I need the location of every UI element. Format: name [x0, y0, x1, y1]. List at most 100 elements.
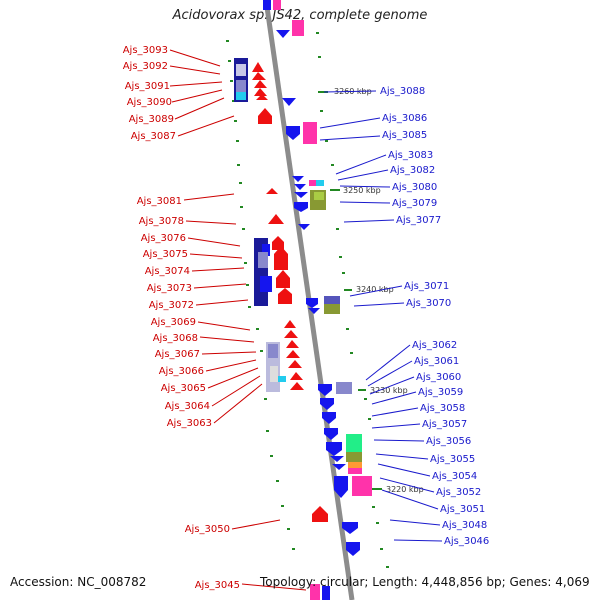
gene-label[interactable]: Ajs_3073 — [147, 283, 192, 294]
reverse-gene — [276, 30, 290, 38]
gene-block — [263, 0, 271, 10]
forward-gene — [290, 372, 303, 380]
gene-label[interactable]: Ajs_3052 — [436, 487, 481, 498]
forward-gene — [284, 330, 298, 338]
gene-label[interactable]: Ajs_3066 — [159, 366, 204, 377]
gene-block — [270, 366, 278, 382]
reverse-gene — [294, 184, 306, 190]
gene-label[interactable]: Ajs_3046 — [444, 536, 489, 547]
gene-label[interactable]: Ajs_3067 — [155, 349, 200, 360]
accession-label: Accession: NC_008782 — [10, 575, 147, 589]
gene-label[interactable]: Ajs_3070 — [406, 298, 451, 309]
gene-label[interactable]: Ajs_3093 — [123, 45, 168, 56]
left-leader-lines — [169, 49, 307, 591]
gene-label[interactable]: Ajs_3078 — [139, 216, 184, 227]
forward-gene — [286, 340, 299, 348]
reverse-gene — [326, 442, 342, 456]
scale-label: 3250 kbp — [343, 186, 381, 195]
gene-label[interactable]: Ajs_3065 — [161, 383, 206, 394]
gene-label[interactable]: Ajs_3074 — [145, 266, 190, 277]
forward-gene — [252, 72, 266, 80]
gene-block — [348, 462, 362, 468]
gene-label[interactable]: Ajs_3079 — [392, 198, 437, 209]
gene-label[interactable]: Ajs_3064 — [165, 401, 210, 412]
gene-label[interactable]: Ajs_3048 — [442, 520, 487, 531]
gene-label[interactable]: Ajs_3092 — [123, 61, 168, 72]
gene-block — [324, 304, 340, 314]
gene-label[interactable]: Ajs_3075 — [143, 249, 188, 260]
gene-label[interactable]: Ajs_3063 — [167, 418, 212, 429]
reverse-gene — [308, 308, 320, 314]
gene-label[interactable]: Ajs_3060 — [416, 372, 461, 383]
gene-label[interactable]: Ajs_3076 — [141, 233, 186, 244]
track-dots — [226, 32, 389, 568]
gene-label[interactable]: Ajs_3068 — [153, 333, 198, 344]
gene-block — [278, 376, 286, 382]
gene-label[interactable]: Ajs_3071 — [404, 281, 449, 292]
gene-label[interactable]: Ajs_3089 — [129, 114, 174, 125]
gene-block — [236, 92, 246, 100]
gene-label[interactable]: Ajs_3080 — [392, 182, 437, 193]
scale-tick-3220: 3220 kbp — [372, 485, 424, 494]
forward-gene — [274, 246, 288, 270]
gene-block — [336, 382, 352, 394]
reverse-gene — [306, 298, 318, 308]
reverse-gene — [298, 224, 310, 230]
reverse-genes — [276, 20, 372, 556]
gene-block — [310, 584, 320, 600]
gene-label[interactable]: Ajs_3051 — [440, 504, 485, 515]
gene-block — [292, 20, 304, 36]
gene-label[interactable]: Ajs_3057 — [422, 419, 467, 430]
gene-label[interactable]: Ajs_3090 — [127, 97, 172, 108]
gene-label[interactable]: Ajs_3045 — [195, 580, 240, 591]
reverse-gene — [334, 476, 348, 498]
reverse-gene — [294, 192, 308, 198]
gene-label[interactable]: Ajs_3059 — [418, 387, 463, 398]
scale-label: 3220 kbp — [386, 485, 424, 494]
reverse-gene — [318, 384, 332, 396]
gene-label[interactable]: Ajs_3058 — [420, 403, 465, 414]
topology-summary: Topology: circular; Length: 4,448,856 bp… — [260, 575, 590, 589]
gene-label[interactable]: Ajs_3085 — [382, 130, 427, 141]
gene-block — [268, 344, 278, 358]
forward-gene — [268, 214, 284, 224]
reverse-gene — [292, 176, 304, 182]
reverse-gene — [332, 464, 346, 470]
forward-gene — [276, 270, 290, 288]
gene-label[interactable]: Ajs_3062 — [412, 340, 457, 351]
gene-label[interactable]: Ajs_3061 — [414, 356, 459, 367]
gene-label[interactable]: Ajs_3083 — [388, 150, 433, 161]
reverse-gene — [282, 98, 296, 106]
gene-block — [236, 80, 246, 92]
reverse-gene — [330, 456, 344, 462]
reverse-gene — [294, 202, 308, 212]
reverse-gene — [342, 522, 358, 534]
gene-block — [273, 0, 281, 10]
gene-block — [258, 252, 268, 268]
left-gene-labels: Ajs_3093 Ajs_3092 Ajs_3091 Ajs_3090 Ajs_… — [123, 45, 240, 591]
gene-label[interactable]: Ajs_3086 — [382, 113, 427, 124]
forward-gene — [266, 188, 278, 194]
gene-label[interactable]: Ajs_3069 — [151, 317, 196, 328]
gene-label[interactable]: Ajs_3087 — [131, 131, 176, 142]
gene-label[interactable]: Ajs_3091 — [125, 81, 170, 92]
forward-gene — [256, 94, 268, 100]
gene-block — [346, 452, 362, 462]
gene-label[interactable]: Ajs_3077 — [396, 215, 441, 226]
gene-label[interactable]: Ajs_3072 — [149, 300, 194, 311]
gene-block — [316, 180, 324, 186]
right-gene-labels: Ajs_3088 Ajs_3086 Ajs_3085 Ajs_3083 Ajs_… — [380, 86, 489, 547]
gene-label[interactable]: Ajs_3054 — [432, 471, 477, 482]
gene-block — [348, 468, 362, 474]
gene-label[interactable]: Ajs_3081 — [137, 196, 182, 207]
gene-label[interactable]: Ajs_3056 — [426, 436, 471, 447]
gene-label[interactable]: Ajs_3082 — [390, 165, 435, 176]
reverse-gene — [286, 126, 300, 140]
forward-gene — [254, 88, 267, 96]
gene-label[interactable]: Ajs_3050 — [185, 524, 230, 535]
gene-label[interactable]: Ajs_3055 — [430, 454, 475, 465]
gene-label[interactable]: Ajs_3088 — [380, 86, 425, 97]
gene-block — [314, 192, 324, 200]
forward-gene — [312, 506, 328, 522]
